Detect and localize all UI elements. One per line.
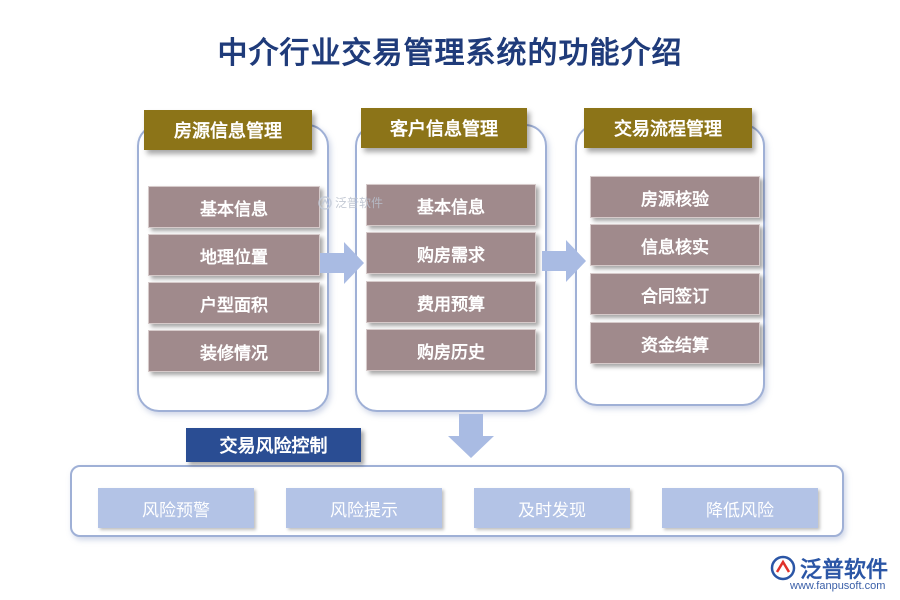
watermark-logo-icon <box>318 195 332 210</box>
item-customer-demand: 购房需求 <box>366 232 536 274</box>
watermark-text: 泛普软件 <box>335 196 384 210</box>
item-listing-layout: 户型面积 <box>148 282 320 324</box>
item-listing-decoration: 装修情况 <box>148 330 320 372</box>
item-customer-budget: 费用预算 <box>366 281 536 323</box>
arrow-right-icon <box>542 240 586 282</box>
item-customer-basic: 基本信息 <box>366 184 536 226</box>
header-risk-control: 交易风险控制 <box>186 428 361 462</box>
page-title: 中介行业交易管理系统的功能介绍 <box>217 36 683 71</box>
item-risk-notice: 风险提示 <box>286 488 442 528</box>
brand-logo: 泛普软件 <box>770 552 888 584</box>
arrow-down-icon <box>448 414 494 458</box>
item-risk-reduction: 降低风险 <box>662 488 818 528</box>
header-customer-info: 客户信息管理 <box>361 108 527 148</box>
brand-url: www.fanpusoft.com <box>790 580 886 592</box>
header-listing-info: 房源信息管理 <box>144 110 312 150</box>
item-risk-discovery: 及时发现 <box>474 488 630 528</box>
item-listing-basic: 基本信息 <box>148 186 320 228</box>
brand-logo-text: 泛普软件 <box>800 558 889 583</box>
header-transaction-flow: 交易流程管理 <box>584 108 752 148</box>
item-flow-settlement: 资金结算 <box>590 322 760 364</box>
item-flow-contract: 合同签订 <box>590 273 760 315</box>
brand-logo-icon <box>770 555 796 581</box>
item-customer-history: 购房历史 <box>366 329 536 371</box>
item-flow-info-check: 信息核实 <box>590 224 760 266</box>
arrow-right-icon <box>320 242 364 284</box>
watermark: 泛普软件 <box>318 194 383 211</box>
item-listing-location: 地理位置 <box>148 234 320 276</box>
item-risk-warning: 风险预警 <box>98 488 254 528</box>
item-flow-verification: 房源核验 <box>590 176 760 218</box>
